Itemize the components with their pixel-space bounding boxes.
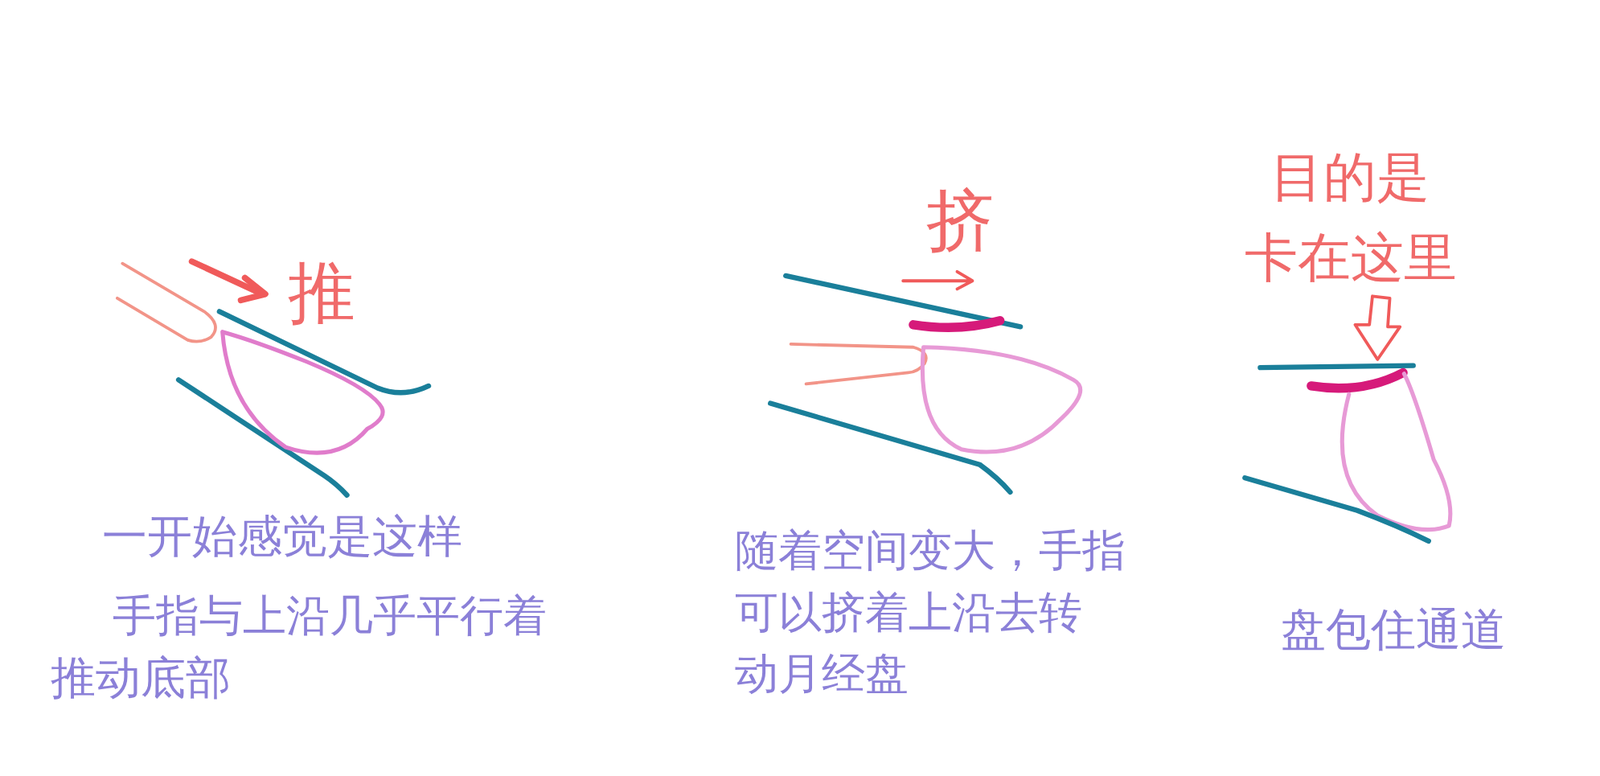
panel-three-drawing <box>1244 295 1451 542</box>
caption-line: 动月经盘 <box>734 649 909 698</box>
note-text: 卡在这里 <box>1244 229 1457 288</box>
caption-line: 一开始感觉是这样 <box>102 511 463 562</box>
action-word: 挤 <box>926 183 994 258</box>
panel-one-drawing <box>117 261 429 496</box>
action-word: 推 <box>287 255 356 330</box>
caption-line: 可以挤着上沿去转 <box>734 588 1083 636</box>
caption-line: 盘包住通道 <box>1280 604 1506 655</box>
caption-line: 推动底部 <box>50 652 231 703</box>
panel-two-drawing <box>770 271 1080 493</box>
caption-line: 手指与上沿几乎平行着 <box>112 591 547 640</box>
caption-line: 随着空间变大，手指 <box>734 526 1126 575</box>
note-text: 目的是 <box>1270 148 1430 208</box>
